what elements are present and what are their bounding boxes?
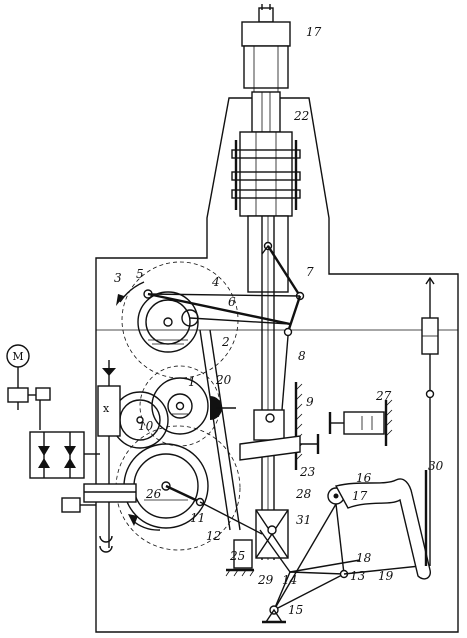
brake-20 (210, 396, 236, 420)
label-9: 9 (306, 395, 314, 409)
pivot-15 (262, 605, 286, 624)
label-28: 28 (295, 487, 312, 501)
label-29: 29 (257, 573, 274, 587)
label-26: 26 (145, 487, 162, 501)
arm-5-6 (143, 289, 301, 326)
label-7: 7 (306, 265, 314, 279)
label-2: 2 (221, 335, 230, 349)
label-6: 6 (228, 295, 236, 309)
label-14: 14 (282, 573, 297, 587)
top-cylinder-22 (241, 4, 291, 92)
frame-outline (95, 97, 459, 633)
label-22: 17 (306, 25, 322, 39)
guide-21 (231, 91, 301, 217)
link-8 (281, 335, 289, 411)
lower-block-31 (255, 509, 289, 559)
label-10: 10 (138, 419, 154, 433)
valve-block (28, 387, 100, 479)
control-column (61, 360, 137, 553)
label-17-right: 17 (352, 489, 368, 503)
label-16: 16 (356, 471, 372, 485)
label-30: 30 (428, 459, 444, 473)
crosshead-9 (239, 382, 320, 470)
lever-12 (165, 484, 263, 535)
label-15: 15 (288, 603, 303, 617)
label-23: 23 (299, 465, 316, 479)
label-20: 20 (215, 373, 232, 387)
label-5: 5 (136, 267, 144, 281)
pedal-19 (334, 478, 432, 580)
link-2 (199, 329, 241, 531)
motor-label: M (12, 350, 23, 363)
label-25: 25 (229, 549, 245, 563)
label-31: 31 (296, 513, 311, 527)
cylinder-30 (421, 276, 439, 566)
label-18: 18 (356, 551, 372, 565)
slide-column (247, 215, 289, 560)
rotation-arrow-3 (116, 281, 145, 306)
label-3: 3 (114, 271, 122, 285)
label-27: 27 (375, 389, 392, 403)
label-8: 8 (298, 349, 306, 363)
label-11: 11 (190, 511, 205, 525)
gear-4 (121, 261, 239, 379)
base-25 (225, 539, 255, 577)
label-4: 4 (211, 275, 220, 289)
label-13: 13 (350, 569, 366, 583)
label-21: 22 (293, 109, 309, 123)
cylinder-27 (328, 399, 393, 446)
bellcrank-14-18 (259, 529, 421, 612)
control-box-mark: x (103, 402, 110, 415)
label-1: 1 (188, 375, 196, 389)
motor-m: M (6, 344, 30, 410)
label-12: 12 (206, 529, 221, 543)
label-19: 19 (378, 569, 394, 583)
